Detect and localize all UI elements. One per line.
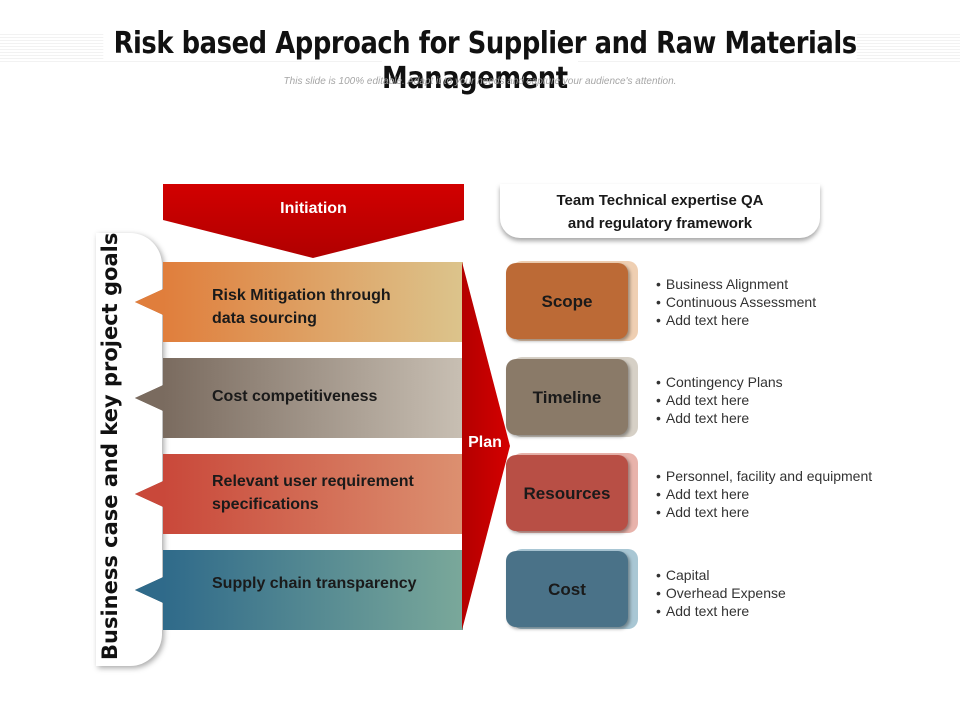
scope-bullets: Business Alignment Continuous Assessment… bbox=[656, 275, 946, 329]
goal-bar-2 bbox=[163, 358, 463, 438]
bullet-item: Overhead Expense bbox=[656, 584, 946, 602]
cost-label: Cost bbox=[548, 580, 586, 599]
scope-label: Scope bbox=[541, 292, 593, 311]
cost-bullets: Capital Overhead Expense Add text here bbox=[656, 566, 946, 620]
initiation-label: Initiation bbox=[280, 200, 347, 217]
goal-bar-3 bbox=[163, 454, 463, 534]
initiation-arrow bbox=[163, 184, 464, 258]
goal-bar-4 bbox=[163, 550, 463, 630]
bullet-item: Add text here bbox=[656, 485, 946, 503]
bullet-item: Continuous Assessment bbox=[656, 293, 946, 311]
slide-subtitle: This slide is 100% editable. Adapt it to… bbox=[283, 76, 677, 87]
team-expertise-box bbox=[500, 184, 820, 238]
goal-chevron-4 bbox=[135, 550, 185, 630]
bullet-item: Add text here bbox=[656, 391, 946, 409]
bullet-item: Personnel, facility and equipment bbox=[656, 467, 946, 485]
resources-box bbox=[506, 455, 628, 531]
goal-bar-1 bbox=[163, 262, 463, 342]
timeline-label: Timeline bbox=[532, 388, 602, 407]
bullet-item: Add text here bbox=[656, 311, 946, 329]
goal-chevron-2 bbox=[135, 358, 185, 438]
timeline-box bbox=[506, 359, 628, 435]
plan-label: Plan bbox=[468, 434, 502, 451]
scope-box bbox=[506, 263, 628, 339]
goal-chevron-1 bbox=[135, 262, 185, 342]
slide-title: Risk based Approach for Supplier and Raw… bbox=[67, 26, 893, 96]
resources-label: Resources bbox=[523, 484, 611, 503]
goal-label-4: Supply chain transparency bbox=[212, 575, 417, 592]
bullet-item: Contingency Plans bbox=[656, 373, 946, 391]
cost-box bbox=[506, 551, 628, 627]
bullet-item: Capital bbox=[656, 566, 946, 584]
goal-label-2: Cost competitiveness bbox=[212, 388, 378, 405]
bullet-item: Add text here bbox=[656, 602, 946, 620]
bullet-item: Add text here bbox=[656, 409, 946, 427]
timeline-bullets: Contingency Plans Add text here Add text… bbox=[656, 373, 946, 427]
goal-bracket-label: Business case and key project goals bbox=[98, 232, 122, 660]
resources-bullets: Personnel, facility and equipment Add te… bbox=[656, 467, 946, 521]
bullet-item: Business Alignment bbox=[656, 275, 946, 293]
goal-chevron-3 bbox=[135, 454, 185, 534]
bullet-item: Add text here bbox=[656, 503, 946, 521]
plan-arrow bbox=[462, 262, 510, 630]
